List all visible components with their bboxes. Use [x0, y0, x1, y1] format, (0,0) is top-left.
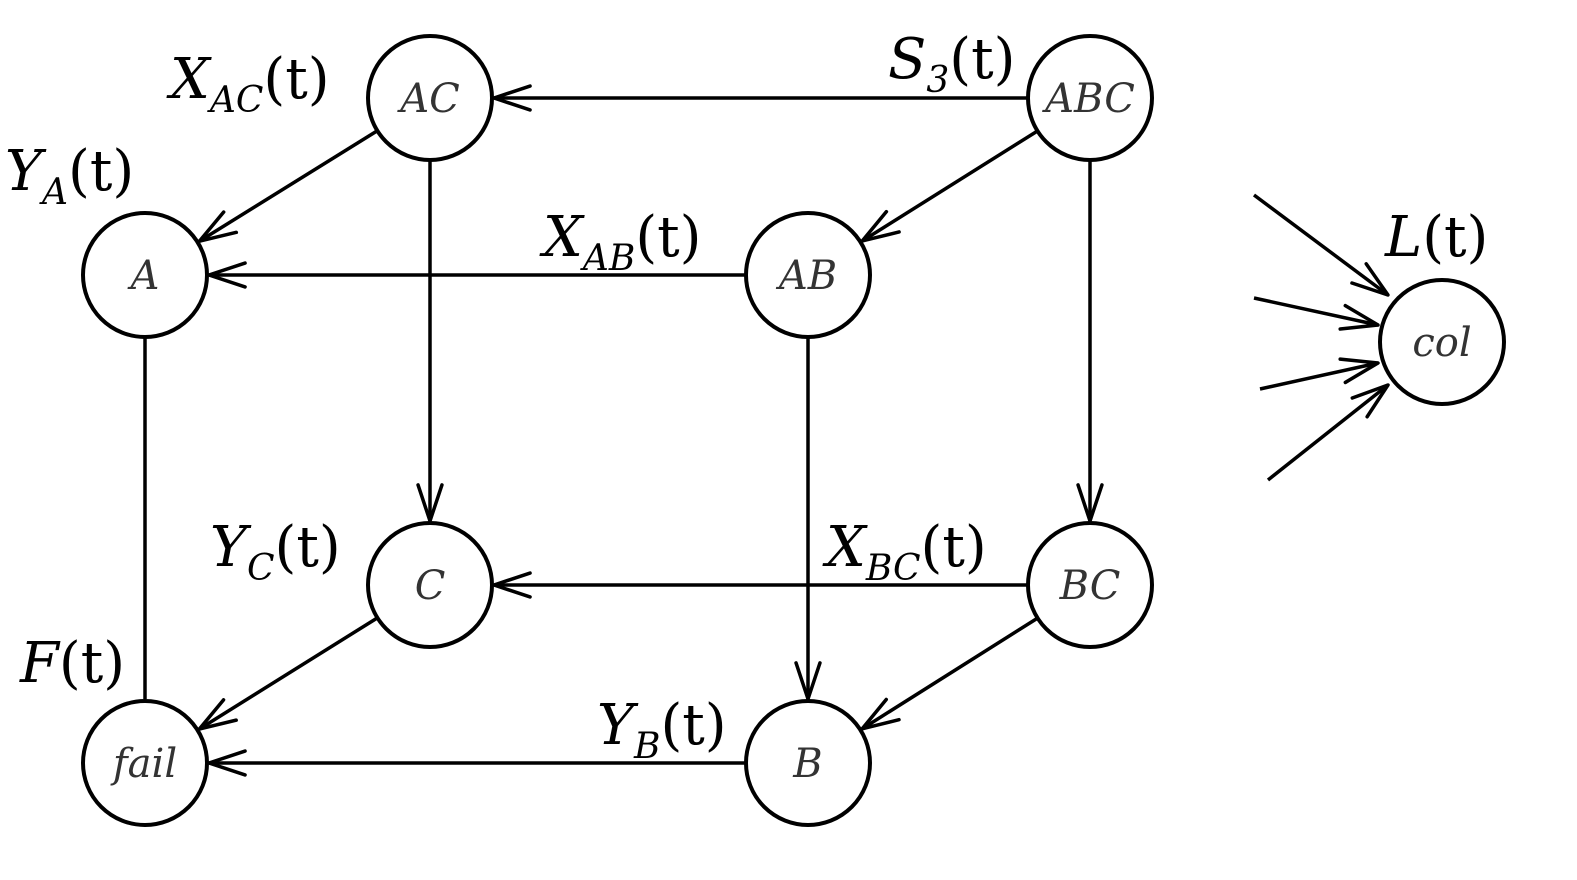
label-subscript: 3 — [926, 60, 949, 101]
label-symbol: Y — [210, 515, 252, 580]
node-label-col: L(t) — [1384, 205, 1488, 270]
label-subscript: AC — [207, 80, 264, 121]
node-B: B — [744, 699, 872, 827]
label-argument: (t) — [660, 693, 726, 758]
label-subscript: AB — [580, 238, 635, 279]
label-argument: (t) — [59, 631, 125, 696]
label-symbol: Y — [5, 139, 47, 204]
label-argument: (t) — [921, 515, 987, 580]
label-subscript: C — [247, 548, 275, 589]
arrowhead-icon — [1338, 303, 1380, 331]
edge-AC-to-A — [197, 129, 379, 243]
label-argument: (t) — [275, 515, 341, 580]
edge-incoming-col-4 — [1266, 383, 1390, 482]
node-fail: fail — [81, 699, 209, 827]
node-label-BC: XBC(t) — [822, 515, 987, 589]
node-AC: AC — [366, 34, 494, 162]
label-subscript: B — [633, 726, 660, 767]
label-symbol: F — [19, 631, 61, 696]
edge-AC-to-C — [416, 160, 444, 523]
edge-BC-to-B — [860, 616, 1039, 731]
node-text: BC — [1059, 563, 1121, 609]
arrowhead-icon — [860, 697, 901, 731]
node-A: A — [81, 211, 209, 339]
node-label-A: YA(t) — [5, 139, 134, 213]
node-text: B — [792, 741, 822, 787]
arrowhead-icon — [1338, 357, 1380, 385]
node-col: col — [1378, 278, 1506, 406]
node-text: ABC — [1041, 76, 1135, 122]
node-label-ABC: S3(t) — [888, 27, 1015, 101]
node-text: col — [1412, 320, 1471, 366]
edge-incoming-col-1 — [1252, 193, 1390, 297]
label-symbol: X — [822, 515, 868, 580]
edges-layer — [143, 84, 1390, 777]
edge-incoming-col-3 — [1259, 357, 1380, 391]
label-symbol: L — [1384, 205, 1422, 270]
edge-incoming-col-2 — [1253, 296, 1380, 331]
node-label-C: YC(t) — [210, 515, 341, 589]
edge-C-to-fail — [197, 616, 379, 731]
arrowhead-icon — [1350, 383, 1390, 419]
label-symbol: S — [888, 27, 926, 92]
label-argument: (t) — [263, 47, 329, 112]
node-ABC: ABC — [1026, 34, 1154, 162]
label-argument: (t) — [1422, 205, 1488, 270]
label-argument: (t) — [635, 205, 701, 270]
node-AB: AB — [744, 211, 872, 339]
node-BC: BC — [1026, 521, 1154, 649]
node-label-B: YB(t) — [597, 693, 727, 767]
node-text: A — [127, 253, 160, 299]
label-symbol: X — [539, 205, 585, 270]
label-subscript: A — [39, 172, 68, 213]
label-argument: (t) — [949, 27, 1015, 92]
node-label-AB: XAB(t) — [539, 205, 702, 279]
labels-layer: XAC(t)S3(t)YA(t)XAB(t)YC(t)XBC(t)F(t)YB(… — [5, 27, 1488, 767]
node-label-fail: F(t) — [19, 631, 125, 696]
label-argument: (t) — [68, 139, 134, 204]
label-symbol: X — [166, 47, 212, 112]
label-symbol: Y — [597, 693, 639, 758]
edge-ABC-to-AB — [860, 129, 1039, 243]
node-text: fail — [110, 741, 177, 787]
arrowhead-icon — [1350, 262, 1390, 297]
label-subscript: BC — [865, 548, 921, 589]
node-text: C — [415, 563, 446, 609]
arrowhead-icon — [197, 698, 238, 731]
arrowhead-icon — [197, 210, 239, 243]
edge-AB-to-B — [794, 337, 822, 701]
node-label-AC: XAC(t) — [166, 47, 330, 121]
node-text: AB — [775, 253, 837, 299]
node-C: C — [366, 521, 494, 649]
arrowhead-icon — [860, 209, 901, 243]
edge-ABC-to-BC — [1076, 160, 1104, 523]
node-text: AC — [396, 76, 460, 122]
